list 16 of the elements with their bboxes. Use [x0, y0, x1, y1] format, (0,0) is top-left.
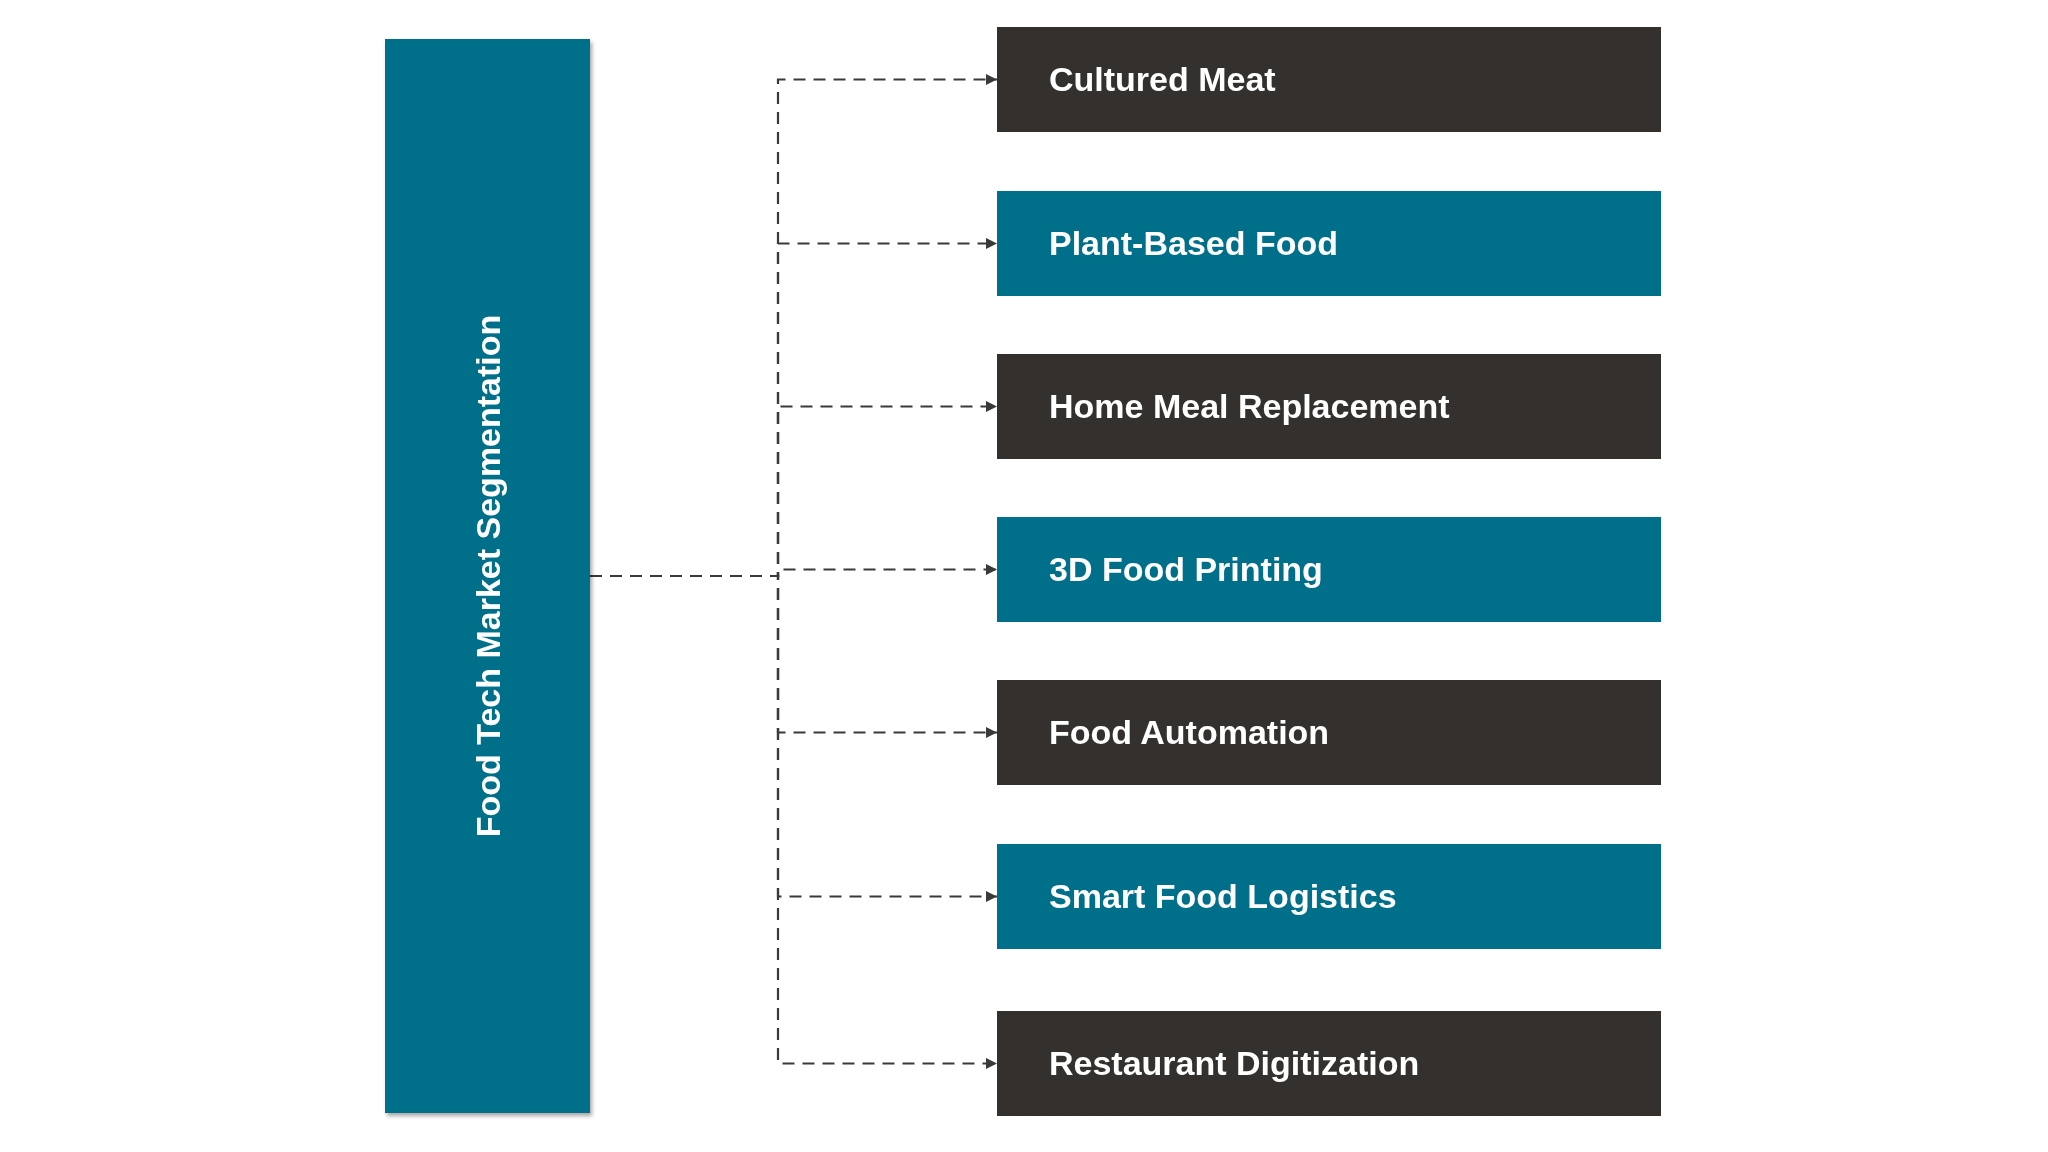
segment-box: [997, 27, 1661, 132]
segment-box: [997, 680, 1661, 785]
segment-box: [997, 517, 1661, 622]
category-bar: [385, 39, 590, 1113]
segment-box: [997, 1011, 1661, 1116]
segment-label: Cultured Meat: [1049, 60, 1276, 99]
segment-label: 3D Food Printing: [1049, 550, 1323, 589]
category-title: Food Tech Market Segmentation: [468, 314, 507, 838]
segment-box: [997, 354, 1661, 459]
segment-label: Plant-Based Food: [1049, 224, 1339, 263]
segment-label: Home Meal Replacement: [1049, 387, 1450, 426]
segment-box: [997, 844, 1661, 949]
segment-label: Food Automation: [1049, 713, 1330, 752]
segment-label: Restaurant Digitization: [1049, 1044, 1420, 1083]
segment-label: Smart Food Logistics: [1049, 877, 1397, 916]
segment-box: [997, 191, 1661, 296]
